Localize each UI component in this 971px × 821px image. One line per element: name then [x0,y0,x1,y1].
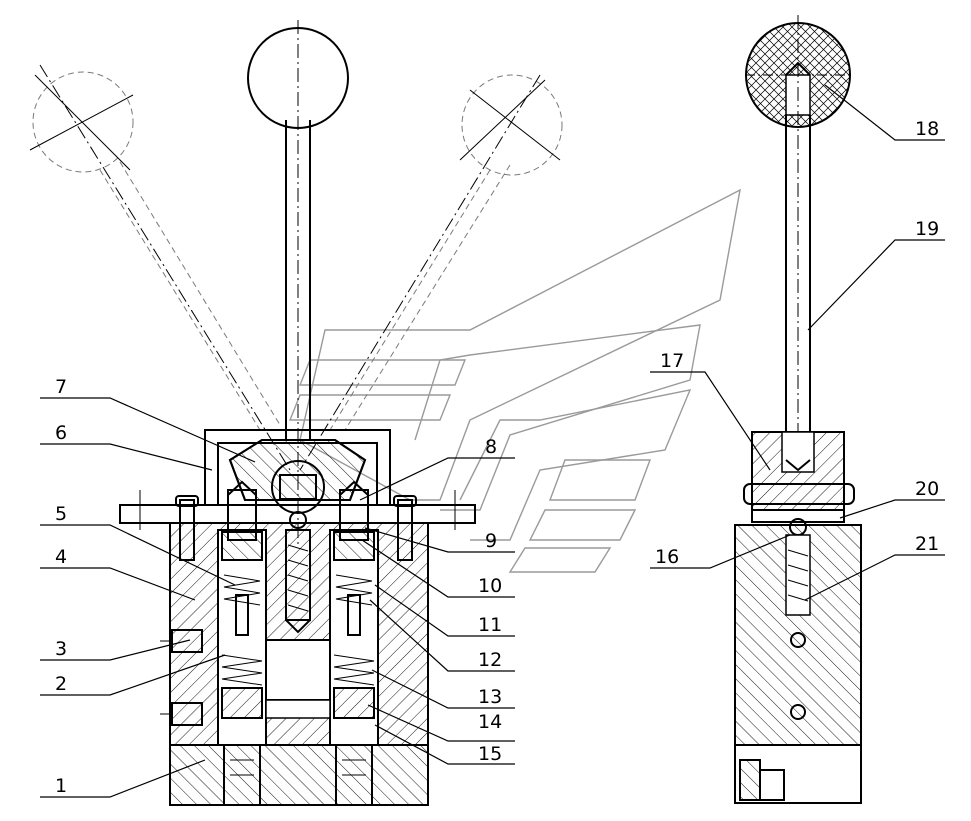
callout-4: 4 [55,546,67,568]
callout-14: 14 [478,711,502,733]
front-section-view [119,20,476,806]
callout-19: 19 [915,218,939,240]
callout-10: 10 [478,575,502,597]
watermark-logo [288,188,741,573]
callout-7: 7 [55,376,67,398]
callout-11: 11 [478,614,502,636]
callout-21: 21 [915,533,939,555]
lever-ghost-positions [29,64,563,471]
callout-6: 6 [55,422,67,444]
leader-lines [40,84,945,798]
callout-1: 1 [55,775,67,797]
callout-9: 9 [485,530,497,552]
callout-16: 16 [655,546,679,568]
side-section-view [734,15,862,804]
callout-3: 3 [55,638,67,660]
callout-15: 15 [478,743,502,765]
callout-13: 13 [478,686,502,708]
callout-20: 20 [915,478,939,500]
callout-17: 17 [660,350,684,372]
callout-2: 2 [55,673,67,695]
callout-18: 18 [915,118,939,140]
callout-labels: 1 2 3 4 5 6 7 8 9 10 11 12 13 14 15 16 1… [55,118,939,797]
callout-12: 12 [478,649,502,671]
callout-5: 5 [55,503,67,525]
callout-8: 8 [485,436,497,458]
